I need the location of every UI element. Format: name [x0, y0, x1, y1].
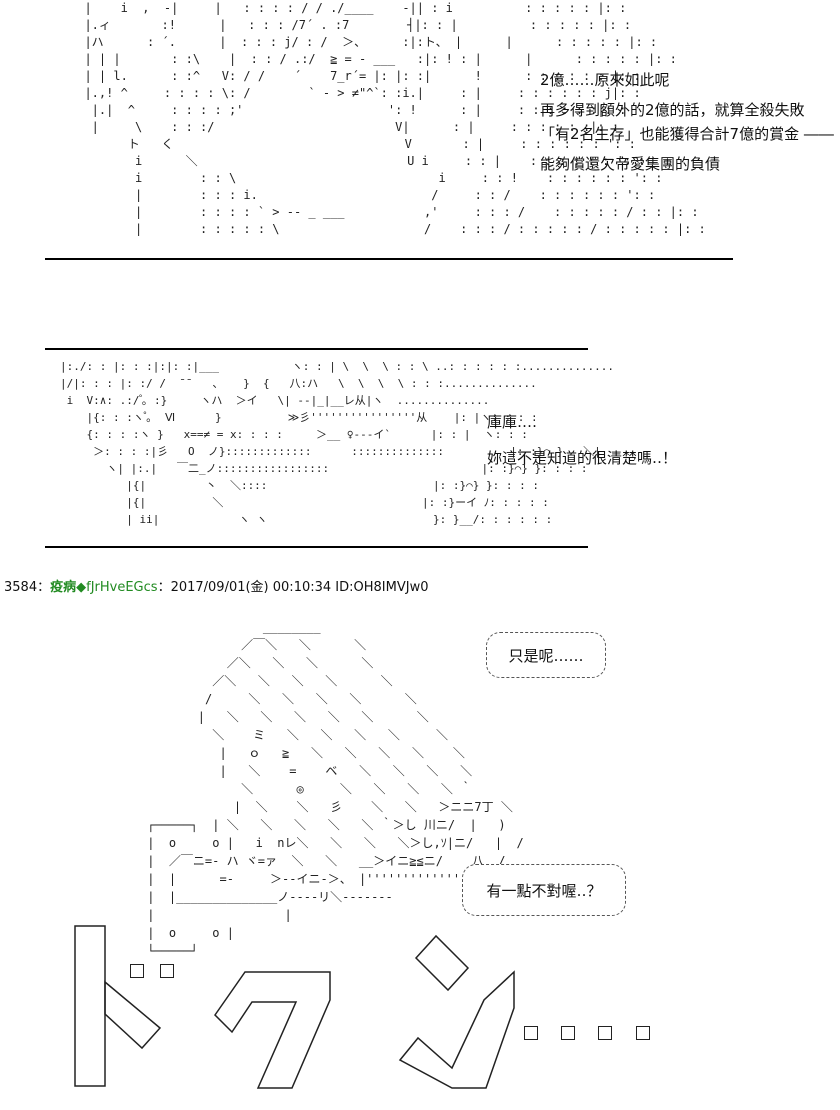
speech-bubble-2: 有一點不對喔‥？: [462, 864, 626, 916]
ascii-art-panel-2: |:./: : |: : :|:|: :|___ ヽ: : | \ \ \ : …: [60, 360, 615, 526]
dialog-line-1: 2億……原來如此呢: [540, 71, 670, 89]
dialog-line-4: 能夠償還欠帝愛集團的負債: [540, 155, 721, 173]
post-separator: ：: [37, 580, 51, 595]
dialog-line-6: 妳這不是知道的很清楚嗎‥！: [487, 449, 678, 467]
poster-trip: ◆fJrHveEGcs: [76, 580, 158, 595]
speech-bubble-1: 只是呢‥‥‥: [486, 632, 606, 678]
dakuten-square-1: [130, 964, 144, 978]
dakuten-square-2: [160, 964, 174, 978]
post-meta: ：2017/09/01(金) 00:10:34 ID:OH8IMVJw0: [157, 580, 429, 595]
panel-2-bottom-rule: [45, 546, 588, 548]
sfx-n-stroke: [398, 970, 515, 1089]
post-header: 3584：疫病◆fJrHveEGcs：2017/09/01(金) 00:10:3…: [4, 576, 428, 595]
trailing-square-4: [636, 1026, 650, 1040]
trailing-square-3: [598, 1026, 612, 1040]
poster-name: 疫病: [50, 580, 77, 595]
ascii-art-panel-3: ________ ／￣＼ ＼ ＼ ／＼ ＼ ＼ ＼ ／＼ ＼ ＼ ＼ ＼ / ＼…: [147, 620, 539, 958]
ascii-art-panel-1: | i , -| | : : : : / / ./____ -|| : i : …: [84, 1, 706, 236]
sfx-do-slash: [104, 980, 162, 1050]
panel-2-dialog: 庫庫‥‥ 妳這不是知道的很清楚嗎‥！: [487, 410, 677, 470]
sound-effect-dokun: [74, 925, 515, 1089]
bubble-1-text: 只是呢‥‥‥: [508, 646, 584, 665]
panel-2-top-rule: [45, 348, 588, 350]
panel-1-bottom-rule: [45, 258, 733, 260]
dialog-line-5: 庫庫‥‥: [487, 413, 538, 431]
dialog-line-3: 「有2名生存」也能獲得合計7億的賞金 ――: [540, 125, 834, 143]
sfx-ku-shape: [214, 971, 331, 1089]
dialog-line-2: 再多得到額外的2億的話，就算全殺失敗: [540, 101, 805, 119]
panel-1-dialog: 2億……原來如此呢 再多得到額外的2億的話，就算全殺失敗 「有2名生存」也能獲得…: [540, 68, 834, 176]
post-number[interactable]: 3584: [4, 580, 38, 595]
sfx-n-dot: [414, 934, 470, 992]
sfx-do-stem: [74, 925, 106, 1087]
trailing-square-1: [524, 1026, 538, 1040]
bubble-2-text: 有一點不對喔‥？: [486, 881, 602, 900]
trailing-square-2: [561, 1026, 575, 1040]
